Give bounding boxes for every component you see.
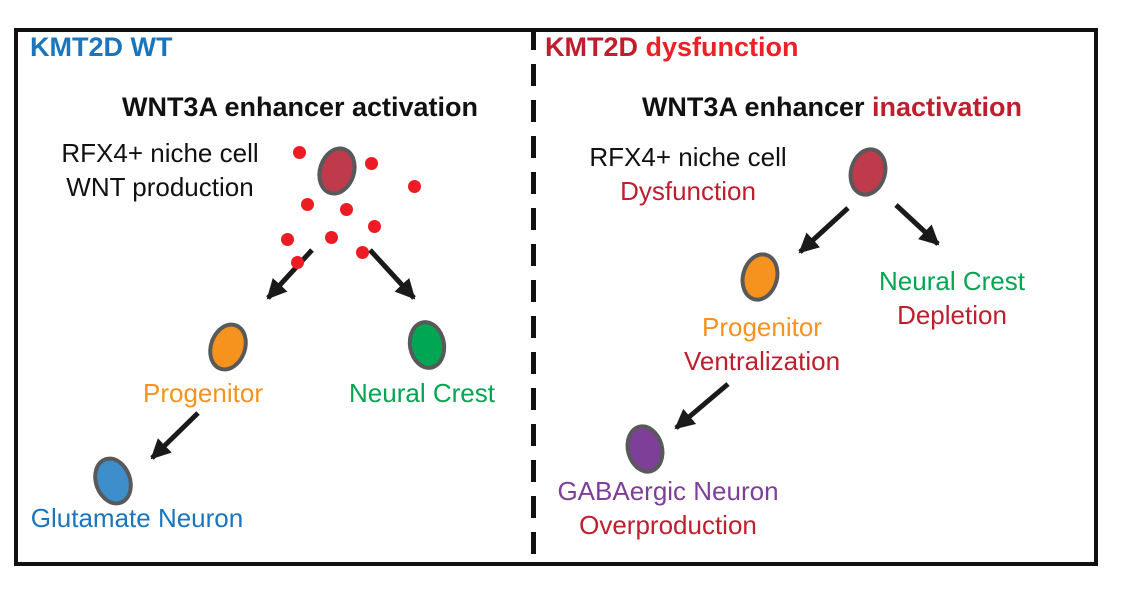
figure-border [14,28,1098,566]
progenitor-label-dys: Progenitor Ventralization [684,310,840,378]
wnt-molecule-dot [325,231,338,244]
niche-label-line2-wt: WNT production [66,172,254,202]
progenitor-label-line2-dys: Ventralization [683,346,841,376]
neural-crest-label-dys: Neural Crest Depletion [879,264,1025,332]
wnt-molecule-dot [293,146,306,159]
wnt-molecule-dot [408,180,421,193]
niche-cell-label-dys: RFX4+ niche cell Dysfunction [589,140,786,208]
right-panel-title: KMT2D dysfunction [545,30,799,64]
neural-crest-line2-dys: Depletion [897,300,1007,330]
left-panel-title: KMT2D WT [30,32,173,62]
right-panel-title-state: dysfunction [645,32,799,62]
glutamate-neuron-label: Glutamate Neuron [30,503,244,533]
niche-cell-label-wt: RFX4+ niche cell WNT production [61,136,258,204]
progenitor-label-wt: Progenitor [143,378,263,408]
wnt-molecule-dot [356,246,369,259]
wnt-molecule-dot [281,233,294,246]
panel-divider [531,28,536,566]
niche-label-line2-dys: Dysfunction [620,176,756,206]
right-heading-black: WNT3A enhancer [641,92,865,122]
right-panel-title-gene: KMT2D [545,32,638,62]
wnt-molecule-dot [340,203,353,216]
progenitor-label-line1-dys: Progenitor [702,312,822,342]
niche-label-line1-dys: RFX4+ niche cell [589,142,787,172]
gaba-label-line1: GABAergic Neuron [557,476,779,506]
wnt-molecule-dot [368,220,381,233]
gaba-neuron-label: GABAergic Neuron Overproduction [557,474,778,542]
left-panel-heading: WNT3A enhancer activation [121,92,479,122]
wnt-molecule-dot [301,198,314,211]
gaba-label-line2: Overproduction [579,510,757,540]
wnt-molecule-dot [291,256,304,269]
wnt-molecule-dot [365,157,378,170]
niche-label-line1-wt: RFX4+ niche cell [61,138,259,168]
right-panel-heading: WNT3A enhancer inactivation [642,90,1022,124]
right-heading-red: inactivation [872,92,1023,122]
neural-crest-label-wt: Neural Crest [349,378,495,408]
neural-crest-line1-dys: Neural Crest [879,266,1025,296]
